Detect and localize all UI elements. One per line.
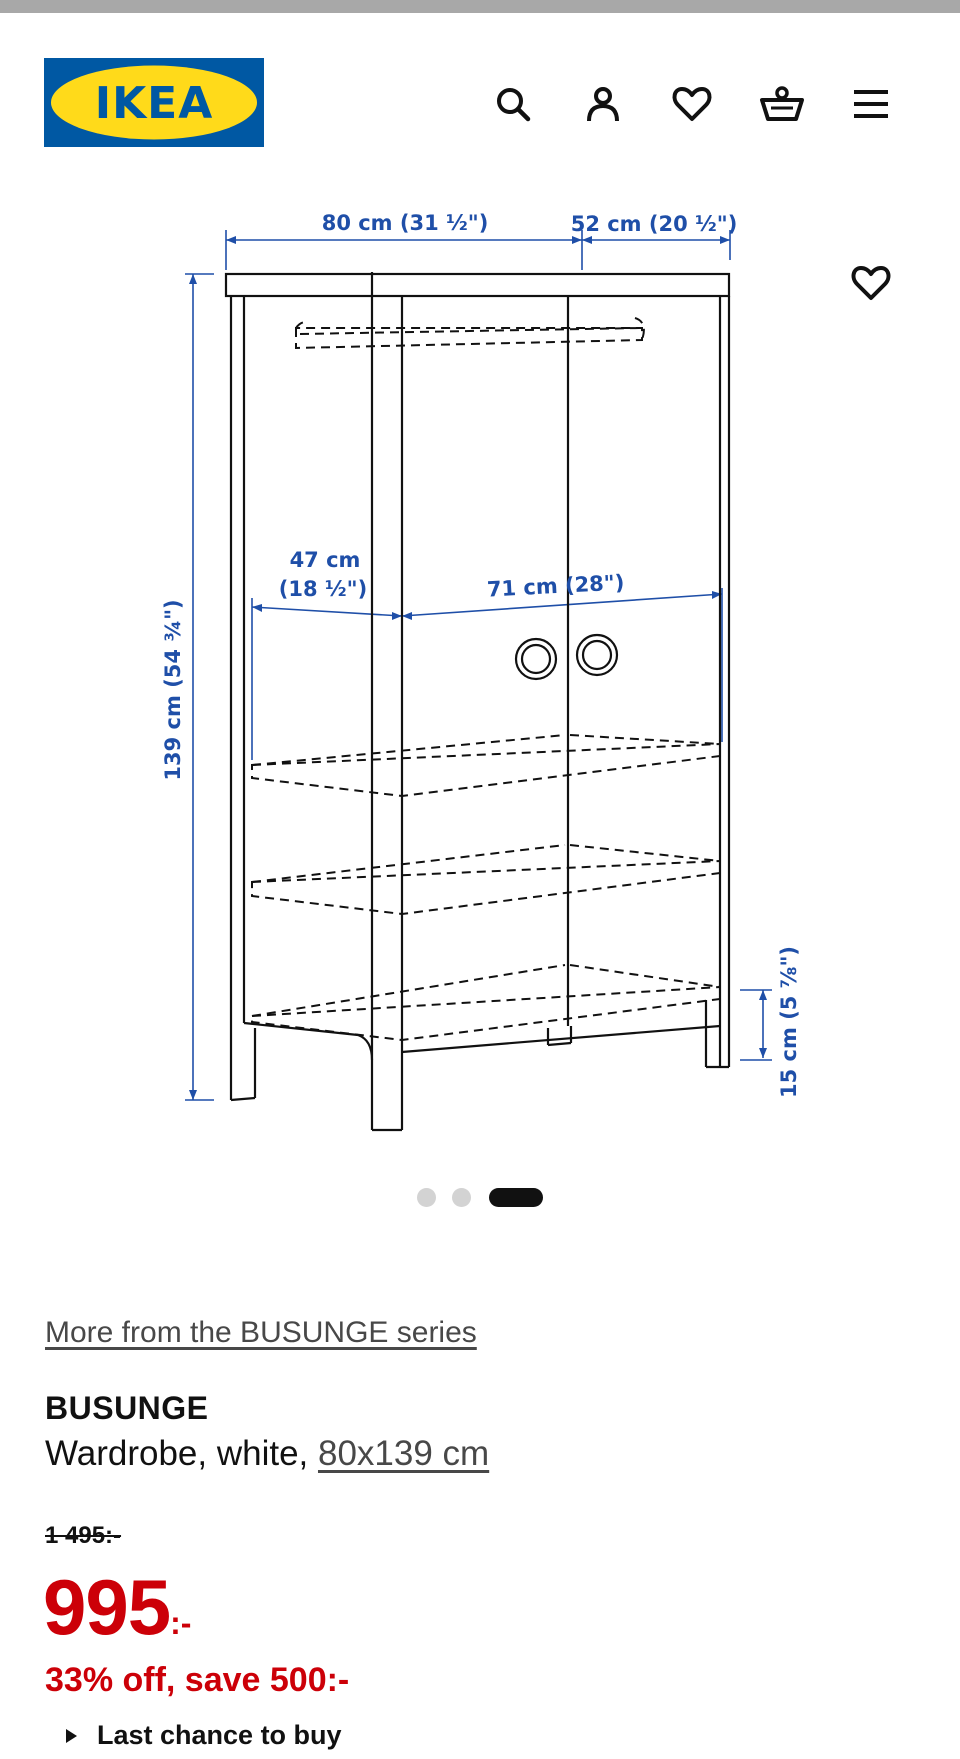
header: IKEA — [0, 13, 960, 183]
heart-icon[interactable] — [667, 79, 717, 129]
header-icons — [0, 79, 960, 129]
product-description-text: Wardrobe, white, — [45, 1434, 318, 1473]
inner-width-label: 71 cm (28") — [486, 570, 625, 601]
discount-text: 33% off, save 500:- — [45, 1661, 350, 1699]
wardrobe-dimension-drawing: 80 cm (31 ½") 52 cm (20 ½") 139 cm (54 ¾… — [161, 211, 801, 1132]
price-suffix: :- — [170, 1605, 192, 1641]
status-strip — [0, 0, 960, 13]
size-link[interactable]: 80x139 cm — [317, 1434, 490, 1473]
product-image-gallery[interactable]: 80 cm (31 ½") 52 cm (20 ½") 139 cm (54 ¾… — [0, 183, 960, 1183]
height-dimension-label: 139 cm (54 ¾") — [161, 599, 185, 780]
menu-icon[interactable] — [846, 79, 896, 129]
product-name: BUSUNGE — [45, 1390, 209, 1426]
basket-icon[interactable] — [757, 79, 807, 129]
ikea-logo[interactable]: IKEA — [44, 58, 264, 147]
previous-price: 1 495:- — [45, 1522, 122, 1549]
product-description: Wardrobe, white, 80x139 cm — [45, 1434, 489, 1474]
last-chance-label: Last chance to buy — [97, 1720, 342, 1750]
pagination-dot[interactable] — [417, 1188, 436, 1207]
caret-right-icon — [66, 1728, 77, 1743]
logo-text: IKEA — [95, 78, 214, 129]
inner-depth-label-line2: (18 ½") — [279, 577, 367, 601]
gallery-pagination — [0, 1186, 960, 1208]
current-price: 995:- — [43, 1562, 191, 1653]
inner-depth-label-line1: 47 cm — [290, 548, 361, 572]
heart-icon — [851, 266, 891, 300]
series-link[interactable]: More from the BUSUNGE series — [45, 1316, 477, 1349]
add-to-favourites-button[interactable] — [846, 258, 896, 308]
pagination-dot[interactable] — [452, 1188, 471, 1207]
last-chance-disclosure[interactable]: Last chance to buy — [66, 1720, 342, 1751]
leg-height-label: 15 cm (5 ⅞") — [777, 946, 801, 1098]
search-icon[interactable] — [488, 79, 538, 129]
user-icon[interactable] — [578, 79, 628, 129]
width-dimension-label: 80 cm (31 ½") — [322, 211, 489, 235]
pagination-dot-active[interactable] — [489, 1188, 543, 1207]
price-integer: 995 — [43, 1563, 171, 1651]
depth-dimension-label: 52 cm (20 ½") — [571, 212, 738, 236]
